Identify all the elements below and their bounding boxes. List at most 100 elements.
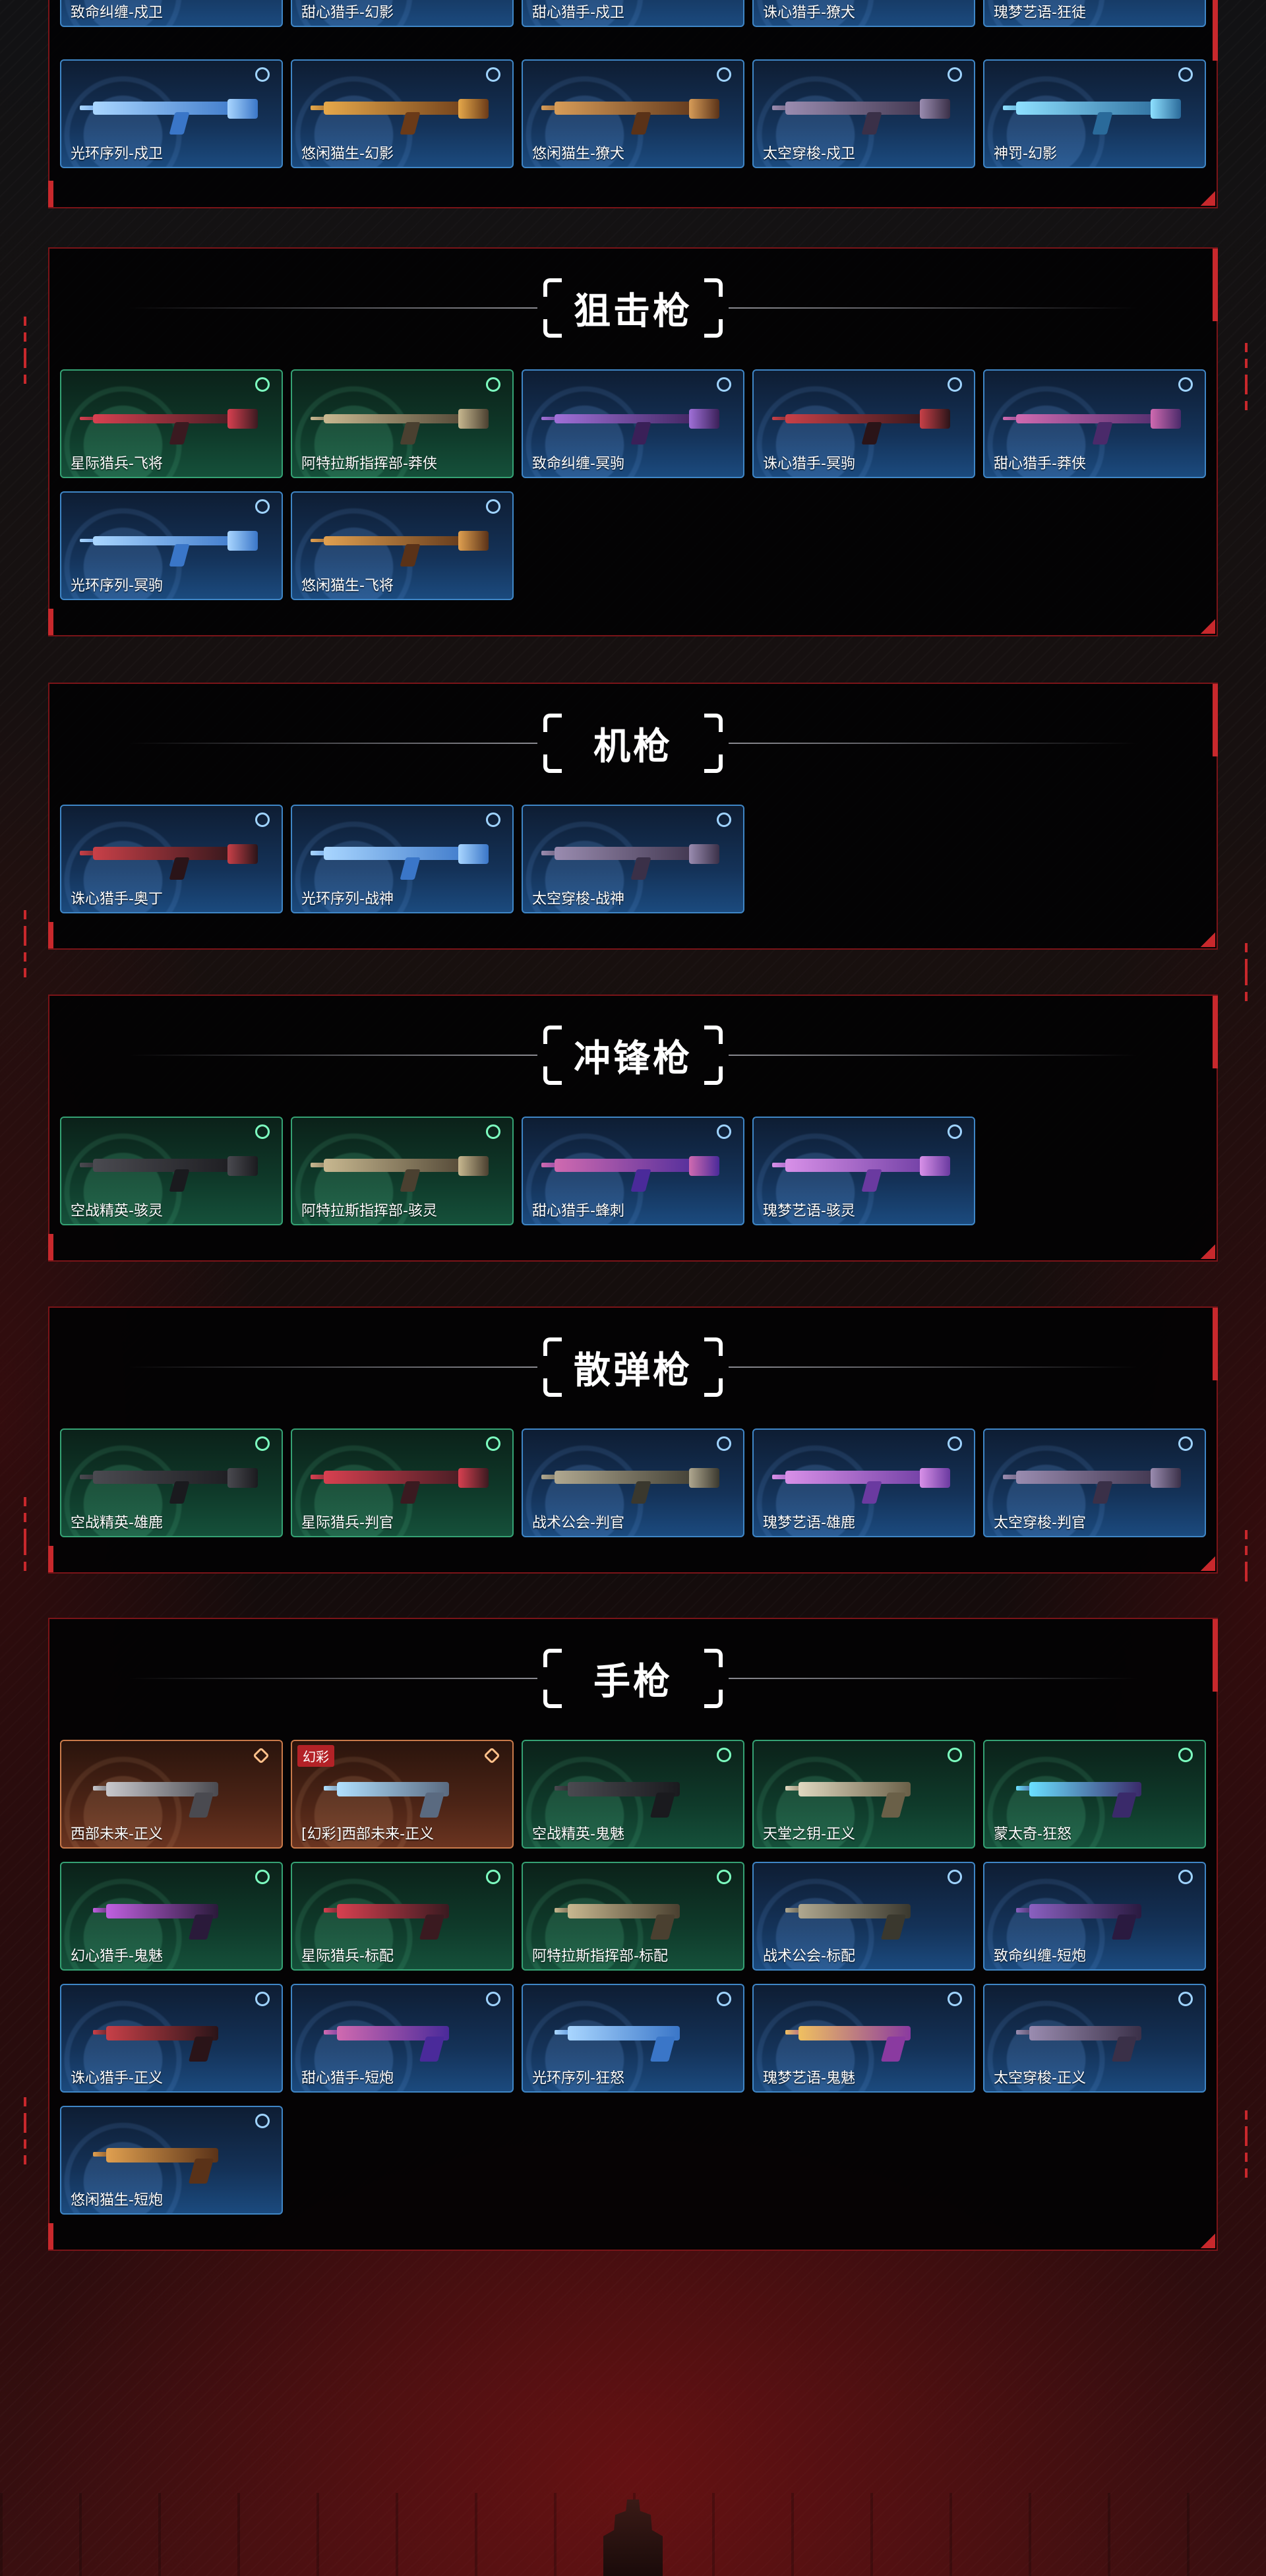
skin-card[interactable]: 星际猎兵-标配 <box>291 1862 514 1971</box>
weapon-skin-image <box>541 2017 719 2063</box>
tier-badge-icon <box>483 1747 500 1764</box>
skin-card[interactable]: 悠闲猫生-飞将 <box>291 491 514 600</box>
skin-name: 战术公会-标配 <box>763 1948 855 1965</box>
skin-card[interactable]: 星际猎兵-飞将 <box>60 369 283 478</box>
skin-card[interactable]: 甜心猎手-莽侠 <box>983 369 1206 478</box>
skin-card[interactable]: 战术公会-标配 <box>752 1862 975 1971</box>
skin-card[interactable]: 甜心猎手-戍卫 <box>522 0 744 27</box>
skin-card[interactable]: 诛心猎手-冥驹 <box>752 369 975 478</box>
skin-card[interactable]: 诛心猎手-奥丁 <box>60 805 283 913</box>
skin-name: 致命纠缠-短炮 <box>994 1948 1086 1965</box>
skin-card[interactable]: 幻心猎手-鬼魅 <box>60 1862 283 1971</box>
skin-card[interactable]: 光环序列-狂怒 <box>522 1984 744 2093</box>
skin-card[interactable]: 战术公会-判官 <box>522 1428 744 1537</box>
skin-name: 天堂之钥-正义 <box>763 1826 855 1843</box>
skin-card[interactable]: 星际猎兵-判官 <box>291 1428 514 1537</box>
skin-card[interactable]: 空战精英-鬼魅 <box>522 1740 744 1849</box>
header-divider <box>129 1366 537 1368</box>
panel-corner <box>1201 933 1215 947</box>
section-header: 狙击枪 <box>49 249 1217 367</box>
skin-card[interactable]: 幻彩[幻彩]西部未来-正义 <box>291 1740 514 1849</box>
skin-card[interactable]: 致命纠缠-冥驹 <box>522 369 744 478</box>
skin-card[interactable]: 光环序列-戍卫 <box>60 59 283 168</box>
skin-card[interactable]: 太空穿梭-戍卫 <box>752 59 975 168</box>
skin-card[interactable]: 悠闲猫生-獠犬 <box>522 59 744 168</box>
tier-badge-icon <box>948 67 962 82</box>
header-divider <box>729 1366 1137 1368</box>
tier-badge-icon <box>255 813 270 827</box>
skin-card[interactable]: 天堂之钥-正义 <box>752 1740 975 1849</box>
tier-badge-icon <box>948 1870 962 1884</box>
section-title: 冲锋枪 <box>574 1037 692 1080</box>
skin-card[interactable]: 瑰梦艺语-雄鹿 <box>752 1428 975 1537</box>
weapon-skin-image <box>311 92 489 138</box>
skin-card[interactable]: 光环序列-战神 <box>291 805 514 913</box>
skin-card[interactable]: 太空穿梭-正义 <box>983 1984 1206 2093</box>
weapon-skin-image <box>541 1461 719 1508</box>
skin-card[interactable]: 西部未来-正义 <box>60 1740 283 1849</box>
title-frame: 手枪 <box>543 1649 723 1708</box>
tier-badge-icon <box>717 1748 731 1762</box>
skin-card[interactable]: 诛心猎手-正义 <box>60 1984 283 2093</box>
skin-card[interactable]: 悠闲猫生-短炮 <box>60 2106 283 2215</box>
title-frame: 冲锋枪 <box>543 1026 723 1085</box>
skin-name: 蒙太奇-狂怒 <box>994 1826 1071 1843</box>
weapon-skin-image <box>311 1150 489 1196</box>
skin-card[interactable]: 太空穿梭-战神 <box>522 805 744 913</box>
skin-card[interactable]: 光环序列-冥驹 <box>60 491 283 600</box>
tier-badge-icon <box>717 1124 731 1139</box>
weapon-skin-image <box>80 92 258 138</box>
skin-name: 太空穿梭-战神 <box>532 891 624 907</box>
skin-card[interactable]: 悠闲猫生-幻影 <box>291 59 514 168</box>
side-decoration-left <box>24 1497 28 1578</box>
weapon-skin-image <box>80 1461 258 1508</box>
side-decoration-right <box>1245 2110 1249 2184</box>
weapon-skin-image <box>772 1150 950 1196</box>
skin-name: 光环序列-狂怒 <box>532 2070 624 2087</box>
tier-badge-icon <box>1178 1436 1193 1451</box>
skin-card[interactable]: 太空穿梭-判官 <box>983 1428 1206 1537</box>
tier-badge-icon <box>1178 1992 1193 2006</box>
skin-card[interactable]: 蒙太奇-狂怒 <box>983 1740 1206 1849</box>
skin-card[interactable]: 瑰梦艺语-骇灵 <box>752 1117 975 1225</box>
skin-card[interactable]: 甜心猎手-幻影 <box>291 0 514 27</box>
header-divider <box>729 1055 1137 1056</box>
panel-corner <box>1201 1556 1215 1571</box>
weapon-skin-image <box>80 524 258 570</box>
skin-card[interactable]: 阿特拉斯指挥部-骇灵 <box>291 1117 514 1225</box>
skin-card[interactable]: 空战精英-雄鹿 <box>60 1428 283 1537</box>
weapon-skin-image <box>80 1150 258 1196</box>
skin-card[interactable]: 阿特拉斯指挥部-莽侠 <box>291 369 514 478</box>
skin-card[interactable]: 致命纠缠-戍卫 <box>60 0 283 27</box>
skin-card[interactable]: 甜心猎手-蜂刺 <box>522 1117 744 1225</box>
skin-name: 甜心猎手-戍卫 <box>532 5 624 21</box>
skin-card[interactable]: 甜心猎手-短炮 <box>291 1984 514 2093</box>
tier-badge-icon <box>948 1992 962 2006</box>
skin-name: 甜心猎手-蜂刺 <box>532 1203 624 1219</box>
section-header: 手枪 <box>49 1619 1217 1738</box>
skin-card[interactable]: 瑰梦艺语-狂徒 <box>983 0 1206 27</box>
skin-name: 瑰梦艺语-雄鹿 <box>763 1515 855 1531</box>
tier-badge-icon <box>717 1992 731 2006</box>
skin-name: 星际猎兵-标配 <box>301 1948 394 1965</box>
skin-card[interactable]: 致命纠缠-短炮 <box>983 1862 1206 1971</box>
panel-corner <box>1201 2234 1215 2248</box>
skin-card[interactable]: 空战精英-骇灵 <box>60 1117 283 1225</box>
header-divider <box>129 1055 537 1056</box>
skin-card[interactable]: 诛心猎手-獠犬 <box>752 0 975 27</box>
section-header: 冲锋枪 <box>49 996 1217 1115</box>
skin-card[interactable]: 瑰梦艺语-鬼魅 <box>752 1984 975 2093</box>
skin-name: 瑰梦艺语-狂徒 <box>994 5 1086 21</box>
tier-badge-icon <box>948 1436 962 1451</box>
weapon-skin-image <box>80 2139 258 2185</box>
skin-name: 光环序列-冥驹 <box>71 578 163 594</box>
skin-card[interactable]: 神罚-幻影 <box>983 59 1206 168</box>
tier-badge-icon <box>486 499 500 514</box>
skin-name: 悠闲猫生-飞将 <box>301 578 394 594</box>
skin-card[interactable]: 阿特拉斯指挥部-标配 <box>522 1862 744 1971</box>
tier-badge-icon <box>1178 1748 1193 1762</box>
skin-name: 悠闲猫生-短炮 <box>71 2192 163 2209</box>
weapon-skin-image <box>80 1773 258 1819</box>
skin-name: 太空穿梭-正义 <box>994 2070 1086 2087</box>
skin-name: 诛心猎手-正义 <box>71 2070 163 2087</box>
